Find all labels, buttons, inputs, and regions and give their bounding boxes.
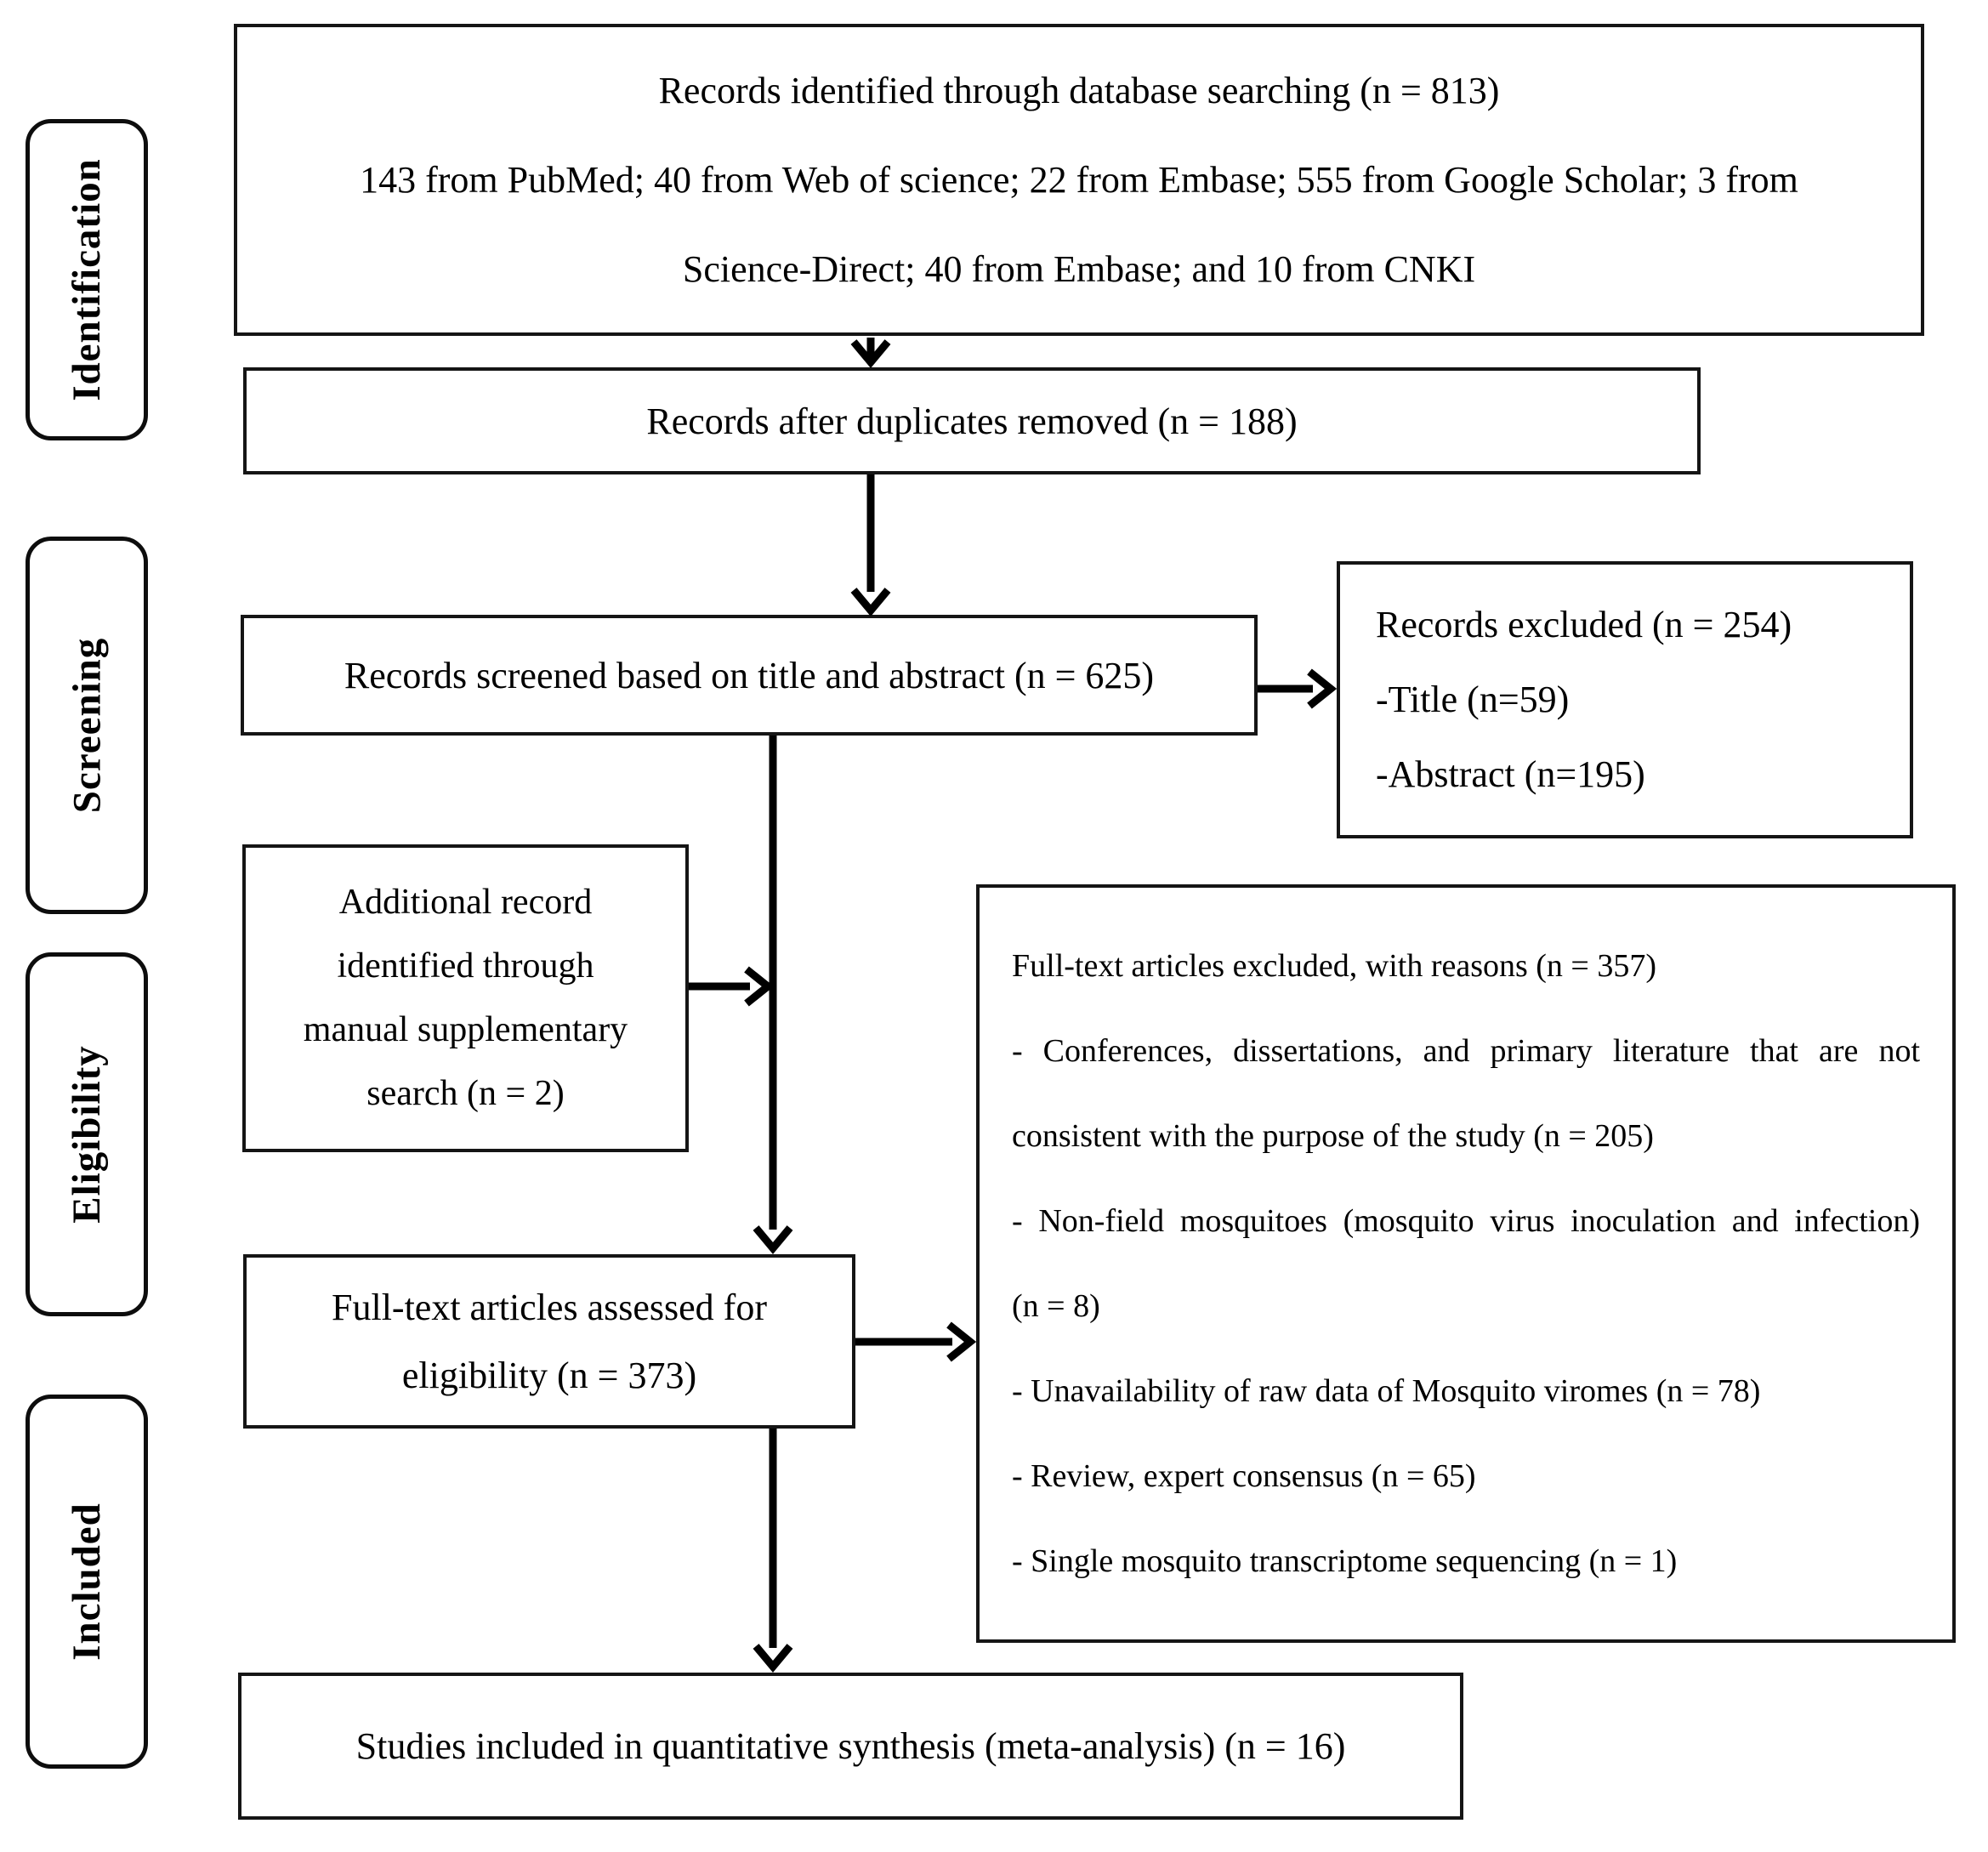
arrow-assessed-to-ftexcluded	[855, 1321, 977, 1362]
fulltext-excluded-line: Full-text articles excluded, with reason…	[1012, 948, 1657, 984]
box-records-identified: Records identified through database sear…	[234, 24, 1924, 336]
fulltext-excluded-line: - Single mosquito transcriptome sequenci…	[1012, 1543, 1678, 1579]
fulltext-assessed-line: eligibility (n = 373)	[401, 1354, 697, 1396]
additional-records-line: manual supplementary	[303, 1010, 628, 1049]
additional-records-line: identified through	[337, 946, 594, 986]
box-fulltext-excluded: Full-text articles excluded, with reason…	[976, 884, 1956, 1643]
box-records-screened: Records screened based on title and abst…	[241, 615, 1258, 736]
stage-label-text: Eligibility	[65, 1045, 109, 1224]
records-identified-line: Science-Direct; 40 from Embase; and 10 f…	[682, 248, 1476, 290]
box-studies-included: Studies included in quantitative synthes…	[238, 1673, 1463, 1820]
fulltext-excluded-line: - Conferences, dissertations, and primar…	[1012, 1033, 1920, 1069]
records-identified-line: 143 from PubMed; 40 from Web of science;…	[360, 159, 1798, 201]
box-additional-records: Additional record identified through man…	[242, 844, 689, 1152]
fulltext-excluded-line: (n = 8)	[1012, 1288, 1100, 1324]
duplicates-removed-text: Records after duplicates removed (n = 18…	[646, 400, 1298, 442]
stage-label-text: Identification	[65, 158, 109, 401]
fulltext-excluded-line: consistent with the purpose of the study…	[1012, 1118, 1654, 1154]
records-identified-line: Records identified through database sear…	[658, 70, 1500, 111]
box-records-excluded: Records excluded (n = 254) -Title (n=59)…	[1337, 561, 1913, 838]
arrow-identified-to-duplicates	[850, 338, 891, 369]
fulltext-assessed-line: Full-text articles assessed for	[332, 1286, 767, 1328]
stage-label-included: Included	[26, 1395, 148, 1769]
box-fulltext-assessed: Full-text articles assessed for eligibil…	[243, 1254, 855, 1429]
records-excluded-line: -Title (n=59)	[1376, 679, 1570, 720]
fulltext-excluded-line: - Unavailability of raw data of Mosquito…	[1012, 1373, 1761, 1409]
studies-included-text: Studies included in quantitative synthes…	[355, 1725, 1346, 1767]
additional-records-line: search (n = 2)	[366, 1074, 565, 1113]
additional-records-line: Additional record	[338, 883, 593, 922]
stage-label-eligibility: Eligibility	[26, 952, 148, 1316]
arrow-screened-to-excluded	[1258, 668, 1338, 709]
stage-label-text: Screening	[65, 637, 110, 814]
records-excluded-line: Records excluded (n = 254)	[1376, 604, 1792, 645]
stage-label-screening: Screening	[26, 537, 148, 914]
box-duplicates-removed: Records after duplicates removed (n = 18…	[243, 367, 1701, 474]
arrow-additional-to-mainline	[689, 966, 775, 1007]
fulltext-excluded-line: - Review, expert consensus (n = 65)	[1012, 1458, 1476, 1494]
arrow-duplicates-to-screened	[850, 474, 891, 617]
stage-label-identification: Identification	[26, 119, 148, 440]
stage-label-text: Included	[65, 1503, 110, 1661]
records-excluded-line: -Abstract (n=195)	[1376, 753, 1645, 795]
arrow-screened-to-assessed	[753, 736, 793, 1255]
records-screened-text: Records screened based on title and abst…	[344, 654, 1155, 696]
arrow-assessed-to-included	[753, 1429, 793, 1673]
fulltext-excluded-line: - Non-field mosquitoes (mosquito virus i…	[1012, 1203, 1920, 1239]
